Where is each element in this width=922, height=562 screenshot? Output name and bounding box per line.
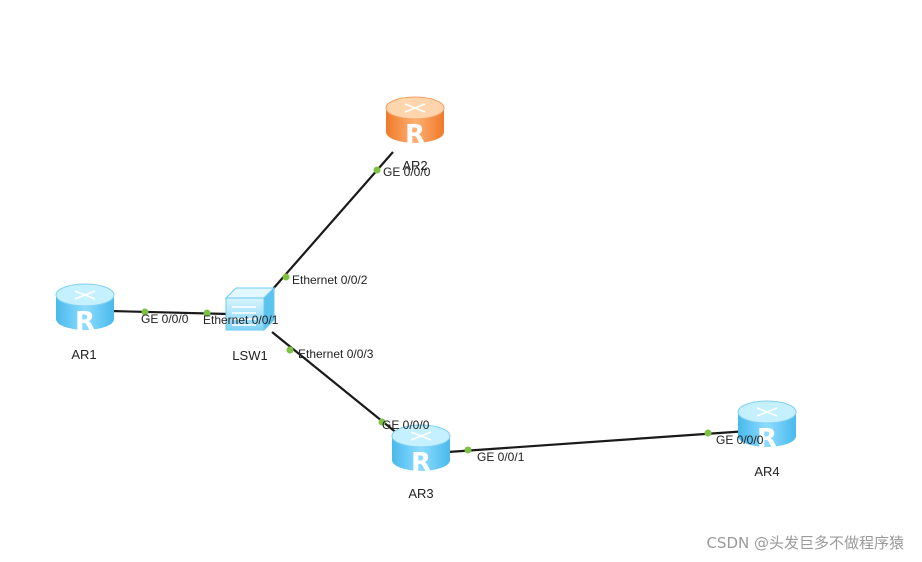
- port-label-ar2-ge000: GE 0/0/0: [383, 165, 431, 179]
- links: [109, 151, 749, 454]
- router-ar4[interactable]: R: [737, 400, 797, 454]
- switch-lsw1[interactable]: [224, 286, 276, 332]
- router-glyph-icon: R: [411, 448, 431, 478]
- switch-arrows-icon: [232, 306, 256, 326]
- router-arrows-icon: [74, 290, 96, 300]
- watermark: CSDN @头发巨多不做程序猿: [706, 534, 904, 552]
- router-ar3[interactable]: R: [391, 424, 451, 478]
- port-dot-ar1-ge000: [141, 308, 149, 316]
- router-glyph-icon: R: [75, 307, 95, 337]
- router-glyph-icon: R: [757, 424, 777, 454]
- port-label-lsw1-e001: Ethernet 0/0/1: [203, 313, 279, 327]
- port-labels: GE 0/0/0 Ethernet 0/0/1 Ethernet 0/0/2 G…: [141, 165, 764, 464]
- port-dot-lsw1-e001: [203, 309, 211, 317]
- router-ar2[interactable]: R: [385, 96, 445, 150]
- port-dot-ar3-ge000: [378, 418, 386, 426]
- router-glyph-icon: R: [405, 120, 425, 150]
- port-dot-lsw1-e002: [282, 273, 290, 281]
- link-ar3-ar4[interactable]: [447, 429, 749, 454]
- router-ar1[interactable]: R: [55, 283, 115, 337]
- port-label-lsw1-e003: Ethernet 0/0/3: [298, 347, 374, 361]
- device-label-ar4: AR4: [754, 464, 779, 479]
- link-lsw1-ar2[interactable]: [271, 151, 394, 291]
- port-label-ar1-ge000: GE 0/0/0: [141, 312, 189, 326]
- router-arrows-icon: [756, 407, 778, 417]
- port-dot-ar4-ge000: [704, 429, 712, 437]
- port-dot-lsw1-e003: [286, 346, 294, 354]
- port-label-ar3-ge001: GE 0/0/1: [477, 450, 525, 464]
- port-label-ar3-ge000: GE 0/0/0: [382, 418, 430, 432]
- port-dot-ar3-ge001: [464, 446, 472, 454]
- device-label-lsw1: LSW1: [232, 348, 267, 363]
- port-label-ar4-ge000: GE 0/0/0: [716, 433, 764, 447]
- router-arrows-icon: [410, 431, 432, 441]
- port-dots: [141, 166, 712, 454]
- device-label-ar3: AR3: [408, 486, 433, 501]
- router-arrows-icon: [404, 103, 426, 113]
- device-label-ar2: AR2: [402, 158, 427, 173]
- device-label-ar1: AR1: [71, 347, 96, 362]
- port-label-lsw1-e002: Ethernet 0/0/2: [292, 273, 368, 287]
- port-dot-ar2-ge000: [373, 166, 381, 174]
